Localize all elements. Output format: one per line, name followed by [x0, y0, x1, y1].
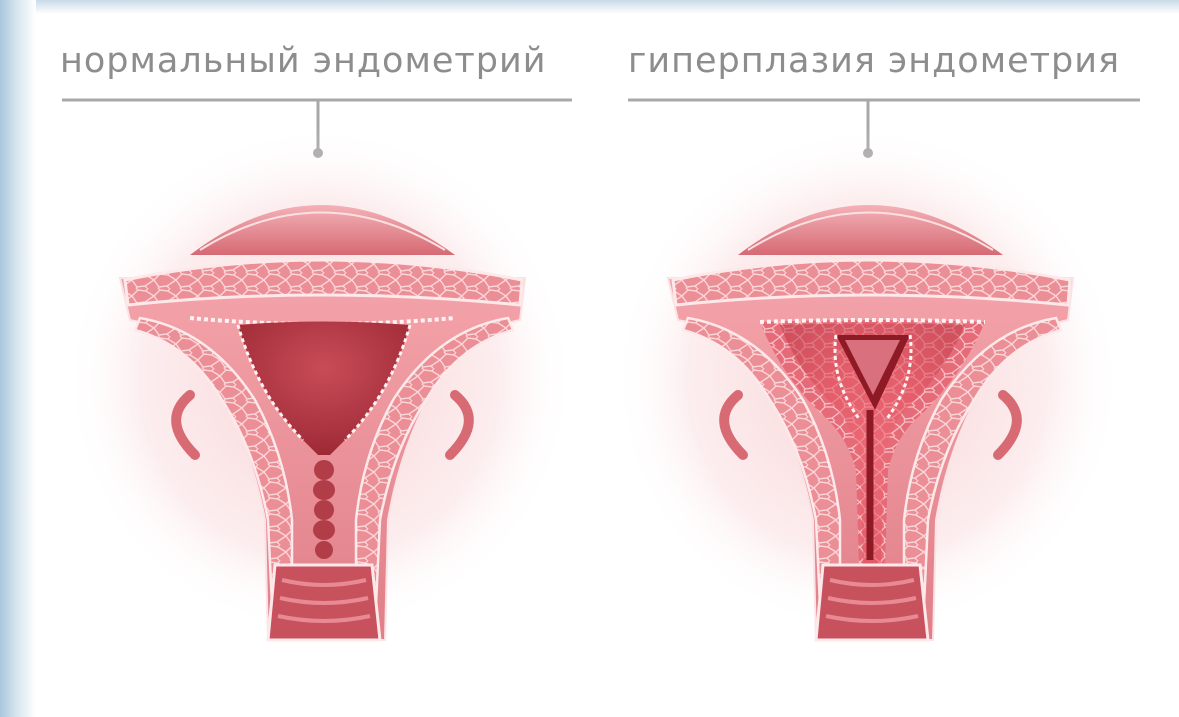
uterus-hyperplasia [613, 125, 1123, 640]
uterus-normal [65, 125, 575, 640]
